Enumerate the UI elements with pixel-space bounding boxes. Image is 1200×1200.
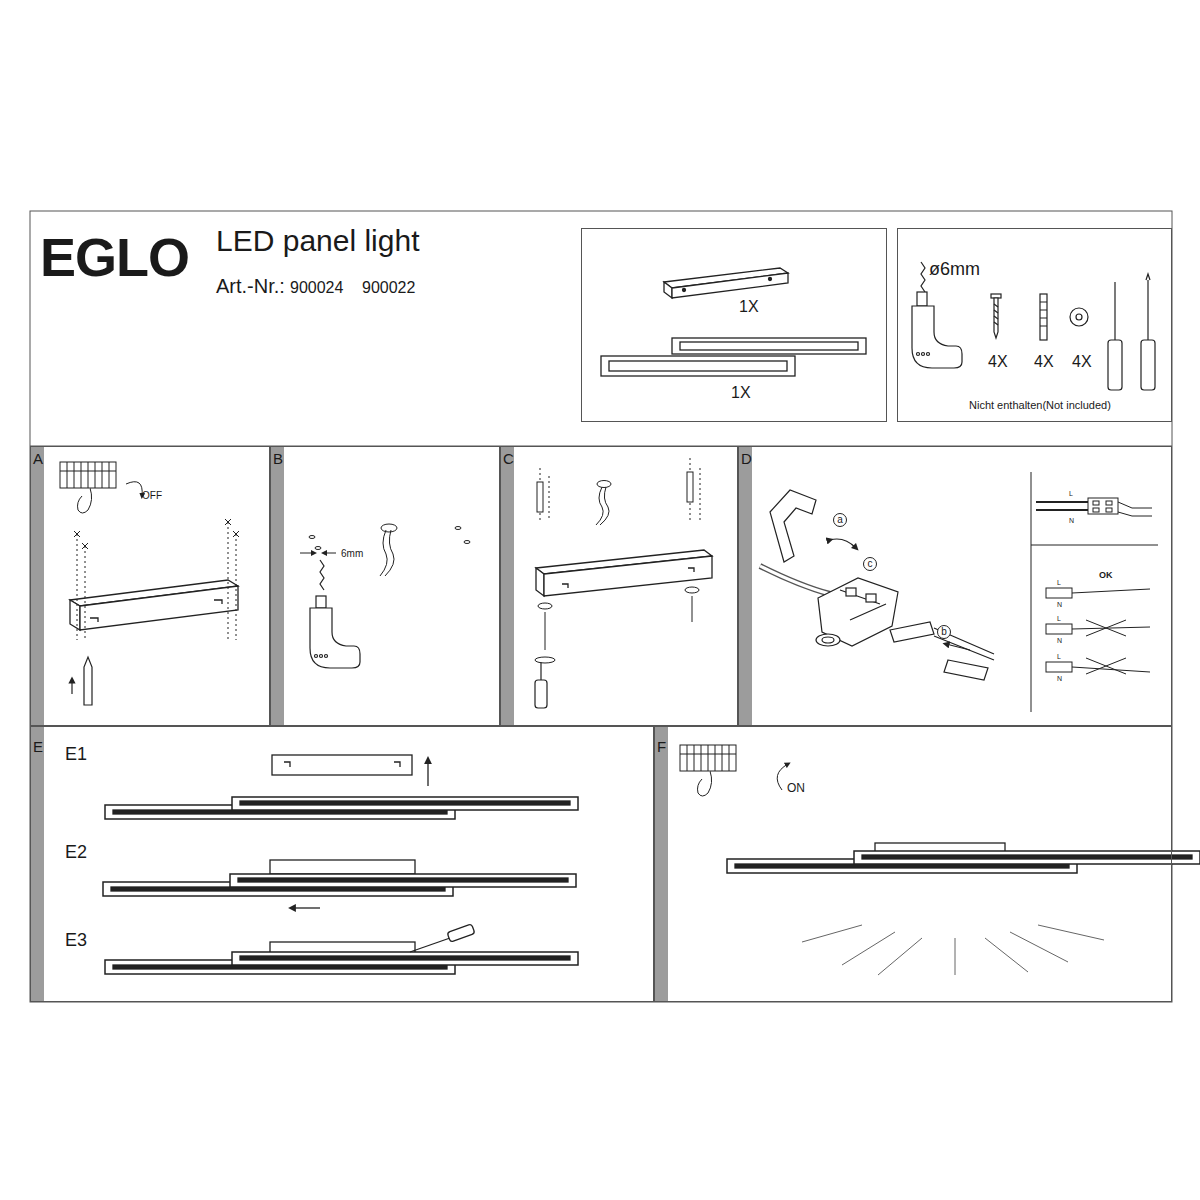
callout-letter: a	[833, 513, 847, 527]
step-panel: B 6mm	[270, 446, 500, 726]
callout-letter: b	[937, 625, 951, 639]
part-label: N	[1057, 637, 1062, 645]
callout-letter: c	[863, 557, 877, 571]
part-label: N	[1069, 517, 1074, 525]
step-panel: E E1E2E3	[30, 726, 654, 1002]
step-letter: D	[741, 451, 752, 468]
part-label: L	[1057, 615, 1061, 623]
step-letter: A	[33, 451, 43, 468]
step-letter: B	[273, 451, 283, 468]
part-label: 4X	[1072, 353, 1092, 371]
brand-logo: EGLO	[40, 228, 189, 287]
tools-box: ø6mm 4X 4X 4X Nicht enthalten(Not included)	[897, 228, 1172, 422]
part-label: E2	[65, 843, 87, 863]
part-label: 4X	[1034, 353, 1054, 371]
step-letter: C	[503, 451, 514, 468]
part-label: 1X	[731, 384, 751, 402]
part-label: ON	[787, 782, 805, 795]
part-label: OFF	[142, 490, 162, 501]
parts-box: 1X 1X	[581, 228, 887, 422]
title: LED panel light	[216, 224, 419, 257]
part-label: L	[1057, 653, 1061, 661]
article-label: Art.-Nr.:	[216, 275, 285, 297]
part-label: L	[1057, 579, 1061, 587]
part-label: N	[1057, 601, 1062, 609]
part-label: N	[1057, 675, 1062, 683]
article-number: 900024	[290, 279, 343, 297]
article-number: 900022	[362, 279, 415, 297]
part-label: E1	[65, 745, 87, 765]
part-label: 1X	[739, 298, 759, 316]
part-label: 6mm	[341, 548, 363, 559]
step-letter: F	[657, 739, 666, 756]
part-label: 4X	[988, 353, 1008, 371]
step-panel: A OFF	[30, 446, 270, 726]
step-panel: F ON	[654, 726, 1172, 1002]
part-label: Nicht enthalten(Not included)	[969, 399, 1111, 411]
part-label: ø6mm	[929, 260, 980, 280]
step-letter: E	[33, 739, 43, 756]
step-panel: DacbLNOKLNLNLN	[738, 446, 1172, 726]
part-label: OK	[1099, 571, 1113, 581]
part-label: L	[1069, 490, 1073, 498]
step-panel: C	[500, 446, 738, 726]
part-label: E3	[65, 931, 87, 951]
